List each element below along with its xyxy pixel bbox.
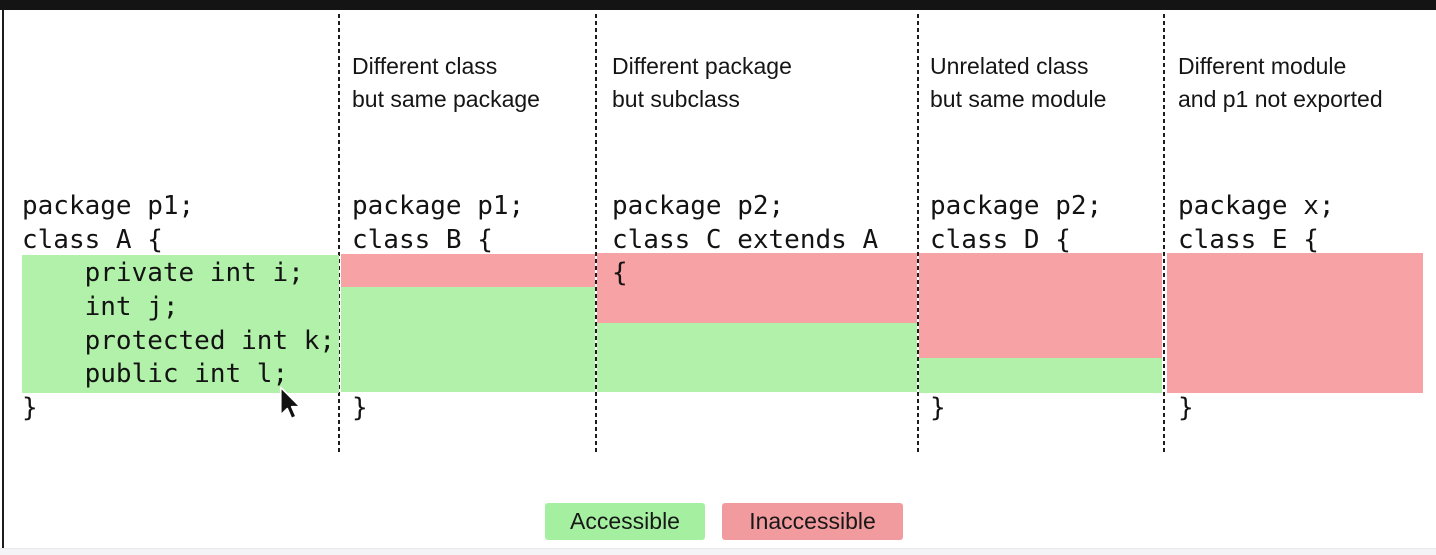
code-line: } <box>22 393 38 424</box>
column-header-classB: Different class but same package <box>352 50 540 116</box>
header-line: Different package <box>612 53 792 79</box>
column-header-classE: Different module and p1 not exported <box>1178 50 1383 116</box>
code-line <box>930 291 1102 325</box>
code-line: protected int k; <box>22 325 336 356</box>
code-block-classC: package p2; class C extends A { <box>612 190 878 426</box>
code-line <box>930 257 1102 291</box>
code-line: class A { <box>22 224 163 255</box>
code-line <box>612 392 878 426</box>
window-bottom-strip <box>0 548 1436 555</box>
window-top-bar <box>0 0 1436 10</box>
code-block-classE: package x; class E { } <box>1178 190 1335 426</box>
code-line: package p1; <box>352 191 525 221</box>
header-line: and p1 not exported <box>1178 86 1383 112</box>
band-classC-inaccessible <box>597 253 917 323</box>
legend-label-accessible: Accessible <box>570 508 680 534</box>
code-line <box>930 358 1102 392</box>
legend-chip-accessible: Accessible <box>545 503 705 540</box>
code-line <box>930 325 1102 359</box>
header-line: but subclass <box>612 86 740 112</box>
code-block-classA: package p1; class A { private int i; int… <box>22 190 335 426</box>
band-classB-accessible <box>341 287 595 392</box>
code-line: class E { <box>1178 224 1319 255</box>
column-separator-3 <box>917 14 919 452</box>
code-line: } <box>1178 393 1194 424</box>
legend-label-inaccessible: Inaccessible <box>749 508 876 534</box>
header-line: Unrelated class <box>930 53 1089 79</box>
code-block-classD: package p2; class D { } <box>930 190 1102 426</box>
code-line <box>1178 358 1335 392</box>
header-line: but same module <box>930 86 1107 112</box>
band-classD-accessible <box>919 358 1162 393</box>
code-line: } <box>352 393 368 424</box>
code-line <box>1178 291 1335 325</box>
band-classC-accessible <box>597 323 917 392</box>
column-header-classD: Unrelated class but same module <box>930 50 1106 116</box>
code-line <box>1178 257 1335 291</box>
column-header-classC: Different package but subclass <box>612 50 792 116</box>
code-line: private int i; <box>22 258 304 289</box>
header-line: but same package <box>352 86 540 112</box>
legend-chip-inaccessible: Inaccessible <box>722 503 903 540</box>
code-line <box>612 291 878 325</box>
header-line: Different module <box>1178 53 1347 79</box>
code-line: package p2; <box>612 191 785 221</box>
code-line <box>612 358 878 392</box>
code-line: package p1; <box>22 191 195 221</box>
code-line <box>352 325 524 359</box>
code-line <box>1178 325 1335 359</box>
code-line: class C extends A <box>612 224 879 255</box>
window-left-edge <box>2 10 4 549</box>
column-separator-4 <box>1163 14 1165 452</box>
band-classA-accessible <box>22 255 339 393</box>
band-classE-inaccessible <box>1167 253 1423 393</box>
column-separator-2 <box>595 14 597 452</box>
code-line: class B { <box>352 224 493 255</box>
band-classB-inaccessible <box>341 254 595 287</box>
code-line: package p2; <box>930 191 1103 221</box>
code-line: } <box>930 393 946 424</box>
code-line <box>352 291 524 325</box>
code-line: int j; <box>22 292 179 323</box>
code-line: public int l; <box>22 359 289 390</box>
code-line <box>612 325 878 359</box>
column-separator-1 <box>338 14 340 452</box>
code-block-classB: package p1; class B { } <box>352 190 524 426</box>
code-line <box>352 358 524 392</box>
code-line: package x; <box>1178 191 1335 221</box>
code-line: class D { <box>930 224 1071 255</box>
mouse-cursor-icon <box>279 386 301 420</box>
code-line: { <box>612 258 628 289</box>
band-classD-inaccessible <box>919 253 1162 358</box>
header-line: Different class <box>352 53 498 79</box>
code-line <box>352 257 524 291</box>
